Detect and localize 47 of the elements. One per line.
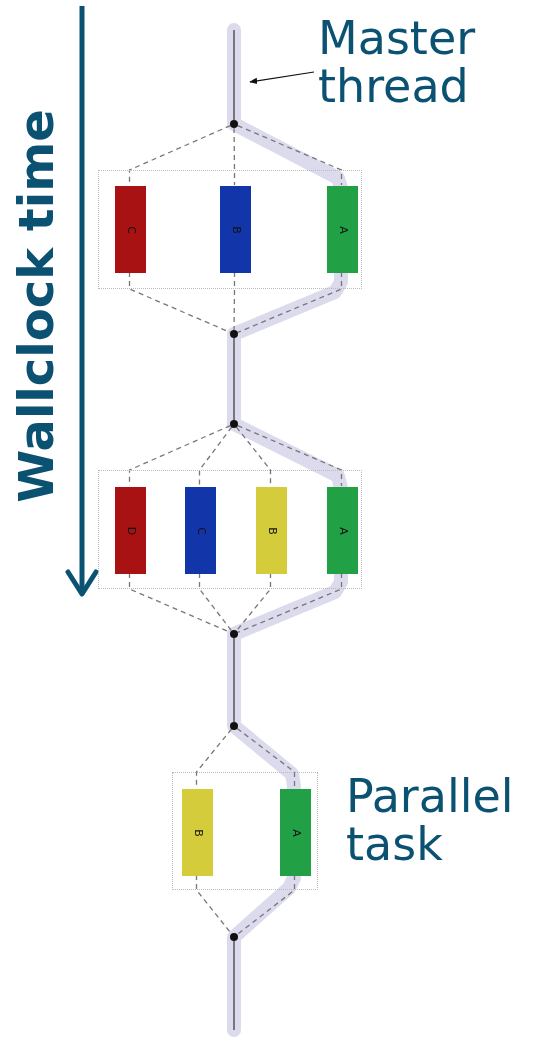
task-label: B xyxy=(191,828,204,837)
master-thread-line xyxy=(233,940,235,1031)
fork-join-dot xyxy=(230,120,238,128)
task-bar xyxy=(327,487,358,574)
task-connector xyxy=(198,572,233,632)
task-connector xyxy=(236,874,296,936)
task-connector xyxy=(237,124,343,186)
fork-join-dot xyxy=(230,933,238,941)
task-connector xyxy=(237,271,343,334)
task-bar xyxy=(256,487,287,574)
task-connector xyxy=(233,271,236,331)
task-connector xyxy=(237,572,343,634)
task-bar xyxy=(182,789,213,876)
task-bar xyxy=(115,186,146,273)
fork-join-dot xyxy=(230,630,238,638)
master-thread-line xyxy=(233,29,235,121)
task-group-box xyxy=(98,170,362,289)
task-connector xyxy=(236,727,296,789)
task-label: C xyxy=(194,526,207,535)
task-group-box xyxy=(98,470,362,589)
task-label: C xyxy=(124,225,137,234)
task-label: B xyxy=(265,526,278,535)
master-thread-line xyxy=(233,637,235,723)
task-connector xyxy=(128,271,231,334)
task-connector xyxy=(233,127,236,186)
task-connector xyxy=(237,424,343,487)
task-bar xyxy=(327,186,358,273)
task-bar xyxy=(220,186,251,273)
task-label: A xyxy=(289,828,302,837)
task-label: A xyxy=(336,526,349,535)
fork-join-dot xyxy=(230,330,238,338)
task-label: B xyxy=(229,225,242,234)
task-label: D xyxy=(124,526,137,535)
task-bar xyxy=(185,487,216,574)
task-group-box xyxy=(172,772,318,890)
master-thread-label: Master thread xyxy=(318,14,518,110)
fork-join-dot xyxy=(230,420,238,428)
leader-line xyxy=(249,71,315,85)
master-thread-line xyxy=(233,337,235,421)
task-bar xyxy=(115,487,146,574)
task-label: A xyxy=(336,225,349,234)
axis-title: Wallclock time xyxy=(8,108,64,505)
task-connector xyxy=(198,426,233,487)
parallel-task-label: Parallel task xyxy=(346,772,515,872)
fork-join-dot xyxy=(230,722,238,730)
task-bar xyxy=(280,789,311,876)
task-connector xyxy=(235,572,272,632)
